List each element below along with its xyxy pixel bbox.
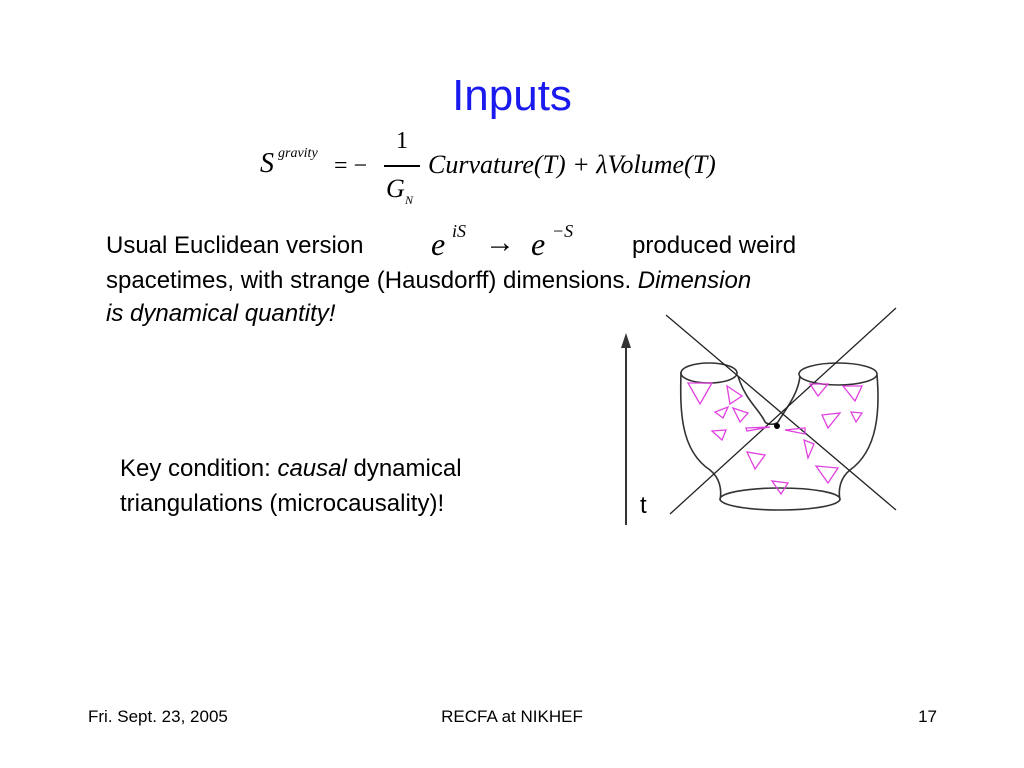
footer-date: Fri. Sept. 23, 2005: [88, 707, 228, 726]
light-cones: [686, 382, 864, 496]
slide-title: Inputs: [452, 71, 572, 120]
para1-line2-italic: Dimension: [637, 267, 752, 294]
wick-exp2: −S: [552, 221, 574, 241]
light-cone: [770, 480, 790, 496]
wick-base2: e: [531, 226, 546, 262]
para1-line2-normal: spacetimes, with strange (Hausdorff) dim…: [106, 267, 638, 294]
formula-numerator: 1: [396, 128, 408, 154]
para2-line2: triangulations (microcausality)!: [120, 490, 445, 517]
wick-base1: e: [431, 226, 446, 262]
light-cone: [841, 385, 864, 403]
wick-arrow: →: [485, 226, 515, 259]
left-top-rim: [680, 362, 738, 384]
time-axis-label: t: [640, 492, 647, 519]
para2-line1: Key condition: causal dynamical: [120, 452, 462, 486]
footer-event: RECFA at NIKHEF: [441, 707, 583, 726]
formula-equals-minus: = −: [334, 153, 368, 179]
surface-outline: [679, 371, 879, 501]
light-cone: [710, 429, 727, 442]
right-top-rim: [798, 362, 878, 386]
light-cone: [731, 406, 750, 424]
formula-lhs-superscript: gravity: [278, 146, 318, 161]
spacetime-figure: t: [621, 307, 897, 525]
light-cone: [821, 412, 842, 430]
formula-denominator-symbol: G: [386, 174, 405, 203]
para2-line1-italic: causal: [277, 455, 347, 482]
bottom-rim: [719, 487, 841, 511]
fraction-bar: [384, 165, 420, 167]
para2-line1-prefix: Key condition:: [120, 455, 278, 482]
light-cone: [745, 451, 767, 471]
light-cone: [808, 383, 830, 398]
formula-denominator-subscript: N: [405, 193, 414, 207]
light-cone: [803, 438, 815, 461]
para1-line2: spacetimes, with strange (Hausdorff) dim…: [106, 264, 751, 298]
para2-line1-suffix: dynamical: [346, 455, 462, 482]
para1-line3: is dynamical quantity!: [106, 297, 335, 331]
crossing-point: [774, 423, 780, 429]
light-cone: [713, 405, 730, 420]
light-cone: [784, 427, 806, 435]
footer-page-number: 17: [918, 707, 937, 726]
wick-exp1: iS: [452, 221, 467, 241]
light-cone: [686, 382, 714, 406]
formula-rhs: Curvature(T) + λVolume(T): [428, 150, 716, 179]
para1-line1-suffix: produced weird: [632, 232, 797, 259]
light-cone: [849, 411, 864, 424]
light-cone: [814, 465, 840, 485]
light-cone: [745, 426, 771, 432]
formula-lhs-symbol: S: [260, 148, 274, 179]
lightcone-line-right: [669, 307, 897, 515]
para1-line3-italic: is dynamical quantity!: [106, 300, 336, 327]
light-cone: [726, 384, 744, 406]
time-axis-arrowhead: [621, 333, 631, 348]
para1-line1-prefix: Usual Euclidean version: [106, 232, 364, 259]
